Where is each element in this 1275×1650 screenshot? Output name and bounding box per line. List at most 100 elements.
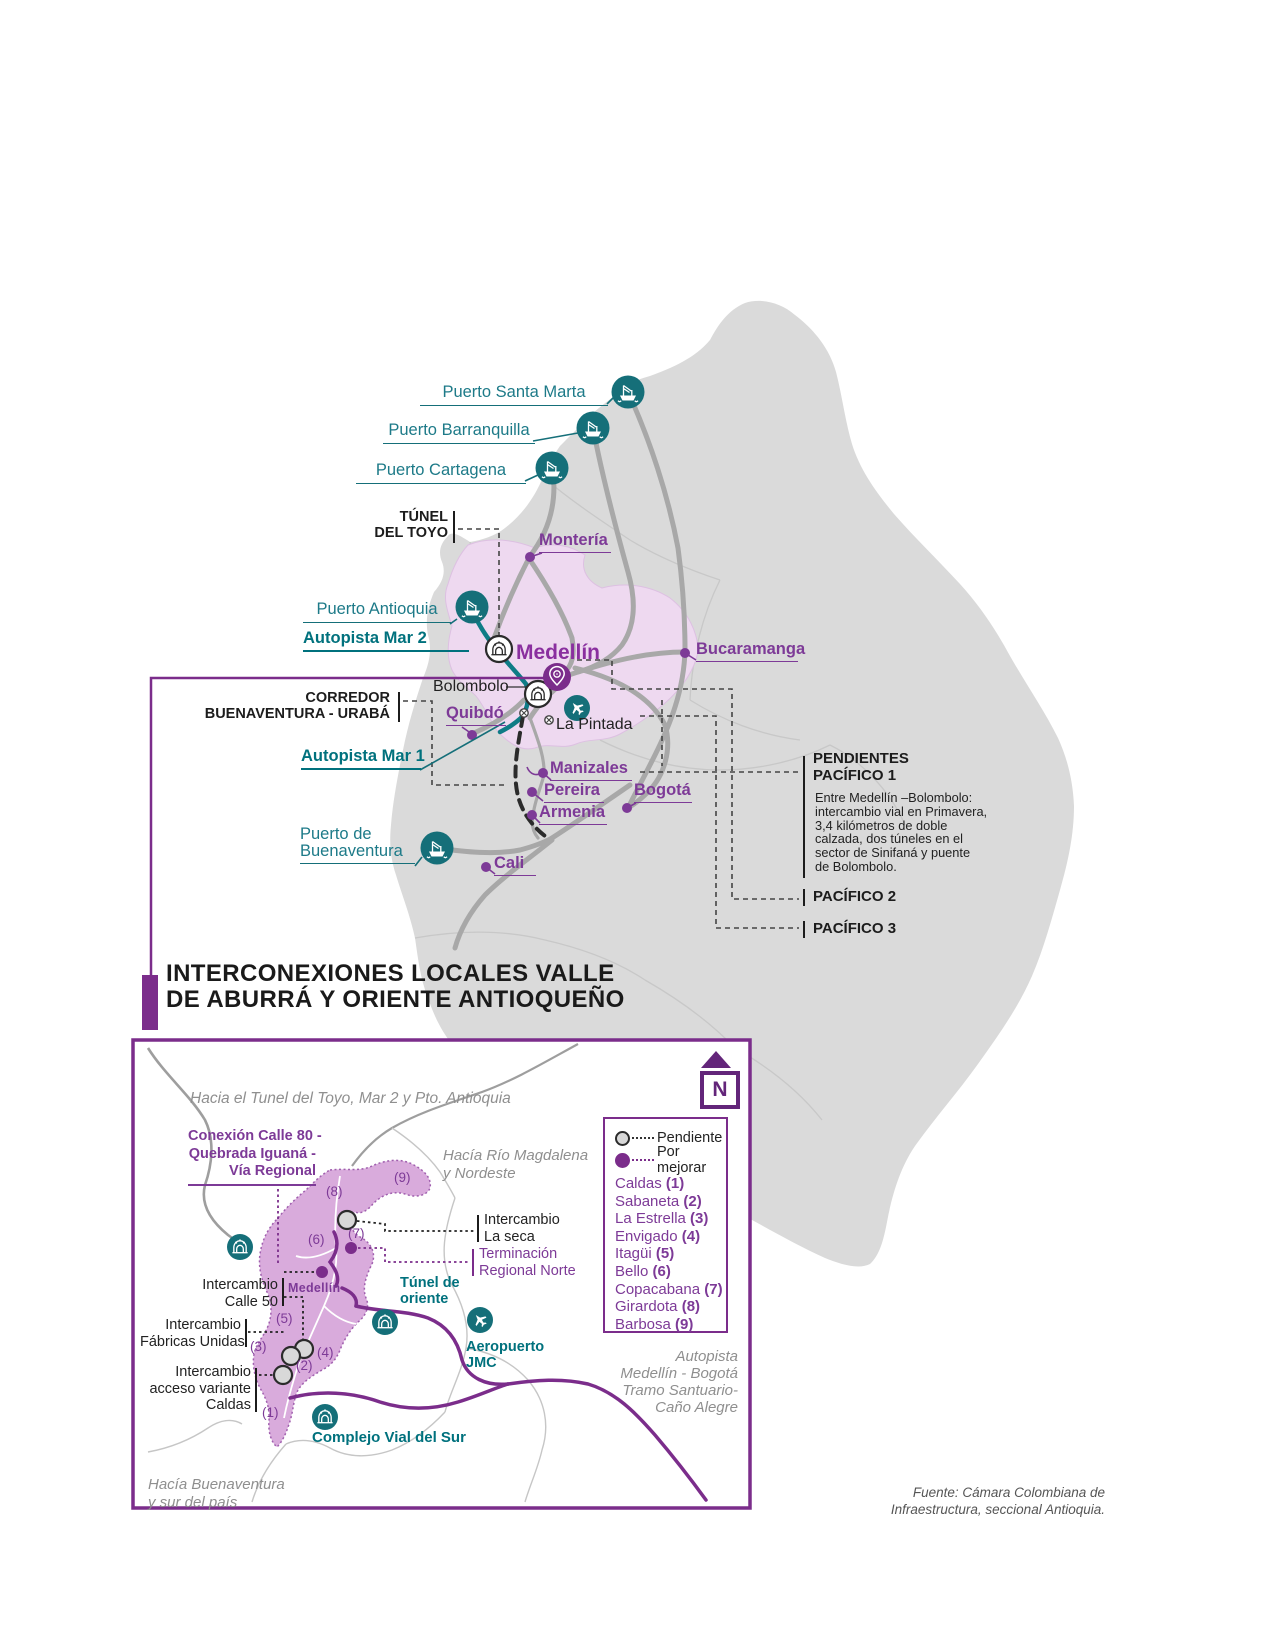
municipality-item: Envigado (4) [615,1228,726,1246]
map-number-1: (1) [262,1405,279,1420]
city-label-cali: Cali [494,854,536,876]
municipality-name: Bello [615,1262,649,1280]
annotation-line: Caño Alegre [655,1399,738,1416]
tunel-oriente-label: Túnel de oriente [400,1275,460,1307]
terminacion-regional-norte-label: Terminación Regional Norte [479,1246,576,1279]
intercambio-calle50-label: Intercambio Calle 50 [180,1277,278,1310]
map-number-5: (5) [276,1311,293,1326]
municipality-item: Barbosa (9) [615,1316,726,1334]
medellin-label: Medellín [516,641,601,664]
annotation-line: Hacía Buenaventura [148,1476,285,1493]
port-ship-icon [454,589,490,625]
municipality-num: (3) [690,1210,709,1228]
map-number-8: (8) [326,1184,343,1199]
municipality-item: Girardota (8) [615,1298,726,1316]
map-number-2: (2) [296,1358,313,1373]
annotation-line: Autopista [675,1348,738,1365]
corredor-bar [398,692,400,722]
city-label-bucaramanga: Bucaramanga [696,640,805,662]
inset-gray-roads [146,1043,579,1503]
municipality-name: Barbosa [615,1315,671,1333]
intercambio-variante-label: Intercambio acceso variante Caldas [148,1364,251,1414]
corredor-label: CORREDOR BUENAVENTURA - URABÁ [184,690,390,722]
annotation-line: Hacía Río Magdalena [443,1147,589,1164]
tunnel-icon [523,679,553,709]
pendiente-markers [272,1209,358,1386]
medellin-inset-leader [149,676,547,975]
corredor-line: BUENAVENTURA - URABÁ [204,706,390,722]
municipality-name: Sabaneta [615,1192,680,1210]
city-label-quibdo: Quibdó [446,704,506,726]
map-number-4: (4) [317,1345,334,1360]
port-ship-icon [419,830,455,866]
municipality-name: Copacabana [615,1280,701,1298]
port-label-barranquilla: Puerto Barranquilla [383,421,535,444]
tunel-toyo-label: TÚNEL DEL TOYO [345,509,448,541]
municipality-num: (4) [681,1227,701,1245]
airport-plane-icon [564,695,590,721]
municipality-name: Caldas [615,1175,662,1192]
pendientes-body-line: Entre Medellín –Bolombolo: [815,790,973,805]
junction-icon [544,715,554,725]
section-title-line: DE ABURRÁ Y ORIENTE ANTIOQUEÑO [166,986,625,1013]
municipality-num: (9) [675,1315,694,1333]
pacifico-road-dashed [513,714,547,838]
map-number-7: (7) [348,1226,365,1241]
source-credit: Fuente: Cámara Colombiana de Infraestruc… [855,1485,1105,1518]
port-label-antioquia: Puerto Antioquia [303,600,451,623]
city-label-monteria: Montería [539,531,611,553]
city-markers [461,552,697,875]
conexion-calle80-label: Conexión Calle 80 - Quebrada Iguaná - Ví… [188,1128,322,1186]
annotation-line: Tramo Santuario- [622,1382,738,1399]
legend-label: Por mejorar [657,1144,707,1176]
pendientes-body-line: 3,4 kilómetros de doble [815,817,948,833]
municipality-num: (5) [655,1245,675,1263]
municipality-item: Copacabana (7) [615,1281,726,1299]
tunel-toyo-line: TÚNEL [399,509,448,525]
pendientes-body-line: de Bolombolo. [815,858,897,874]
poi-line: Aeropuerto [466,1339,545,1355]
municipality-item: Bello (6) [615,1263,726,1281]
port-ship-icon [534,450,570,486]
tunnel-icon [312,1404,338,1430]
fabricas-bar [245,1319,247,1347]
source-line: Fuente: Cámara Colombiana de [912,1485,1105,1500]
municipality-num: (7) [704,1280,723,1298]
intercambio-line: Caldas [205,1397,251,1413]
highway-label-mar1: Autopista Mar 1 [301,747,425,770]
annotation-line: Medellín - Bogotá [620,1365,738,1382]
pendientes-body: Entre Medellín –Bolombolo: intercambio v… [815,791,987,874]
pacifico1-bar [803,756,805,878]
intercambio-fabricas-label: Intercambio Fábricas Unidas [140,1317,245,1350]
pendientes-title-line: PACÍFICO 1 [813,767,897,784]
municipality-num: (2) [683,1192,702,1210]
map-number-9: (9) [394,1170,411,1185]
inset-legend: Pendiente Por mejorar Caldas (1) Sabanet… [603,1117,728,1333]
poi-line: JMC [466,1355,497,1371]
municipality-name: Itagüi [615,1245,652,1263]
port-label-line: Buenaventura [300,842,403,860]
por-mejorar-markers [316,1242,357,1278]
legend-row-pendiente: Pendiente [615,1127,726,1149]
pendientes-title: PENDIENTES PACÍFICO 1 [813,750,909,784]
legend-label: Pendiente [657,1130,723,1146]
municipality-item: La Estrella (3) [615,1210,726,1228]
la-pintada-label: La Pintada [556,716,633,733]
dotted-line-icon [632,1159,654,1161]
valle-aburra-region [252,1159,432,1449]
bolombolo-label: Bolombolo [433,678,509,695]
municipality-name: Girardota [615,1298,678,1316]
port-leaders [414,396,615,867]
dotted-line-icon [632,1137,654,1139]
variante-bar [255,1368,257,1412]
map-number-6: (6) [308,1232,325,1247]
pendientes-body-line: calzada, dos túneles en el [815,831,963,847]
intercambio-line: La seca [484,1228,535,1245]
intercambio-la-seca-label: Intercambio La seca [484,1212,560,1245]
airport-plane-icon [467,1307,493,1333]
annotation-toyo: Hacia el Tunel del Toyo, Mar 2 y Pto. An… [190,1090,511,1107]
city-label-armenia: Armenia [539,803,607,825]
municipality-name: La Estrella [615,1210,686,1228]
pacifico2-bar [803,889,805,906]
